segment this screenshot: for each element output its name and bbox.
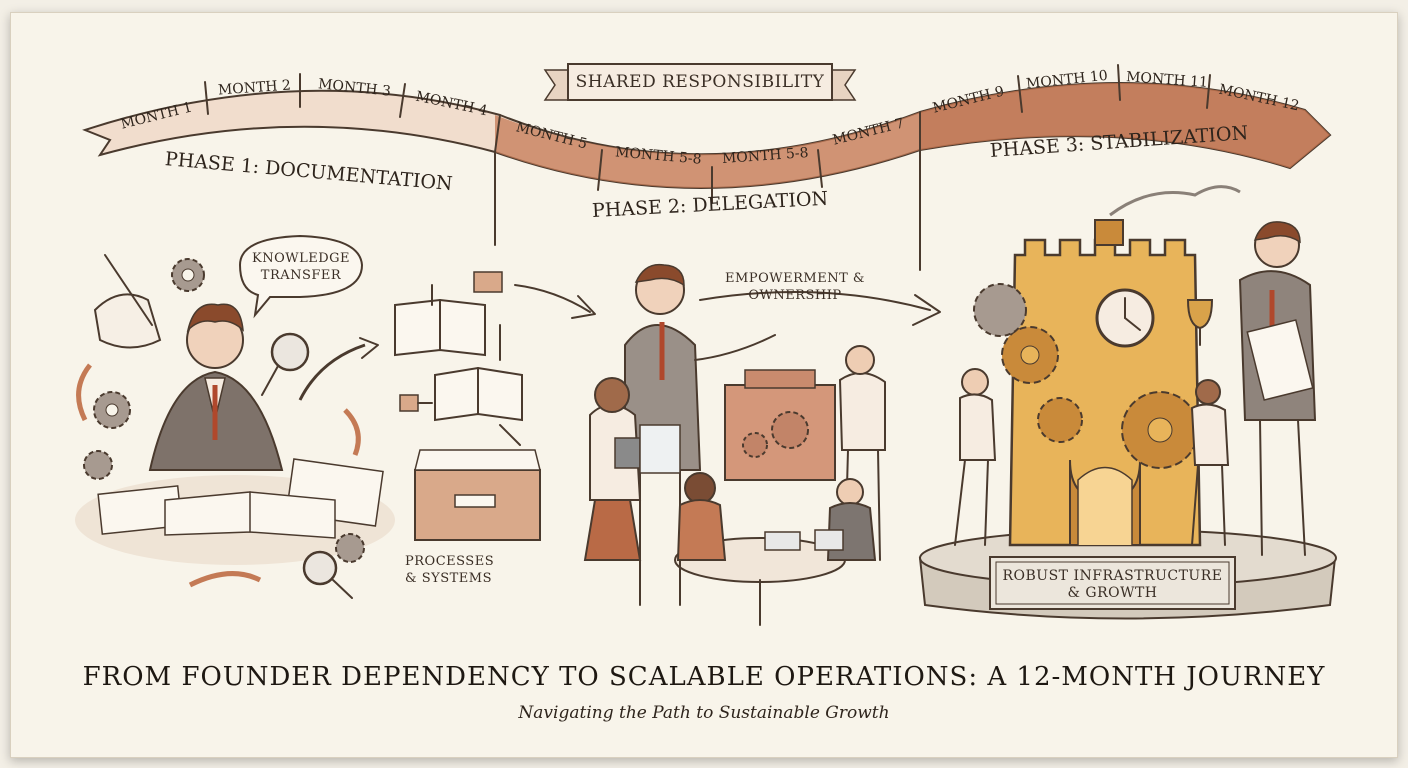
- main-title: FROM FOUNDER DEPENDENCY TO SCALABLE OPER…: [82, 662, 1326, 692]
- knowledge-transfer-bubble: KNOWLEDGE TRANSFER: [251, 251, 351, 283]
- phase2-scene: [583, 263, 941, 626]
- shared-responsibility-banner: [543, 63, 857, 101]
- subtitle: Navigating the Path to Sustainable Growt…: [518, 703, 890, 723]
- timeline-ribbon: [82, 64, 1332, 271]
- phase3-scene: [918, 185, 1337, 620]
- processes-scene: [394, 271, 596, 541]
- processes-systems-label: PROCESSES & SYSTEMS: [405, 554, 495, 586]
- shared-responsibility-label: SHARED RESPONSIBILITY: [575, 72, 825, 92]
- empowerment-label: EMPOWERMENT & OWNERSHIP: [725, 271, 865, 303]
- infrastructure-plaque-label: ROBUST INFRASTRUCTURE & GROWTH: [1002, 568, 1223, 601]
- phase1-scene: [75, 234, 395, 599]
